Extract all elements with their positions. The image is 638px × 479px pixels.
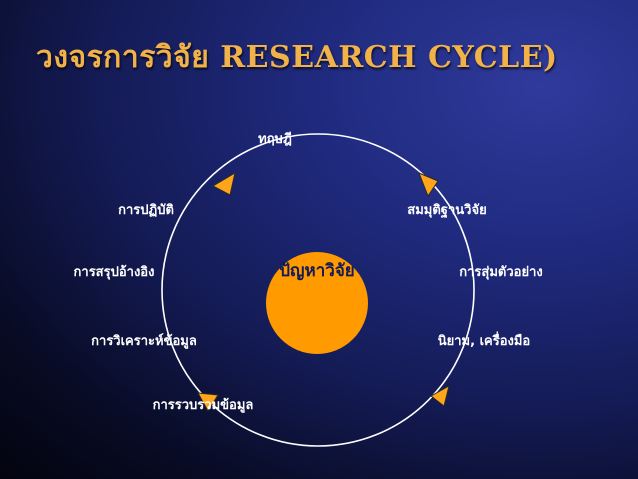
core-label: ปัญหาวิจัย <box>279 261 355 281</box>
cycle-ring <box>161 133 475 447</box>
step-label-conclusion: การสรุปอ้างอิง <box>74 264 155 280</box>
triangle-arrow-icon <box>430 385 450 407</box>
core-circle <box>266 252 368 354</box>
triangle-arrow-icon <box>197 392 219 412</box>
step-label-data-collection: การรวบรวมข้อมูล <box>153 397 254 413</box>
step-label-data-analysis: การวิเคราะห์ข้อมูล <box>91 333 197 349</box>
triangle-arrow-icon <box>211 171 236 196</box>
triangle-arrow-icon <box>418 172 439 198</box>
step-label-hypothesis: สมมุติฐานวิจัย <box>407 203 486 219</box>
slide-title: วงจรการวิจัย RESEARCH CYCLE) <box>36 40 558 75</box>
step-label-sampling: การสุ่มตัวอย่าง <box>459 265 542 280</box>
step-label-theory: ทฤษฎี <box>258 131 292 147</box>
step-label-definition-tools: นิยาม, เครื่องมือ <box>438 331 531 349</box>
step-label-practice: การปฏิบัติ <box>118 203 174 218</box>
